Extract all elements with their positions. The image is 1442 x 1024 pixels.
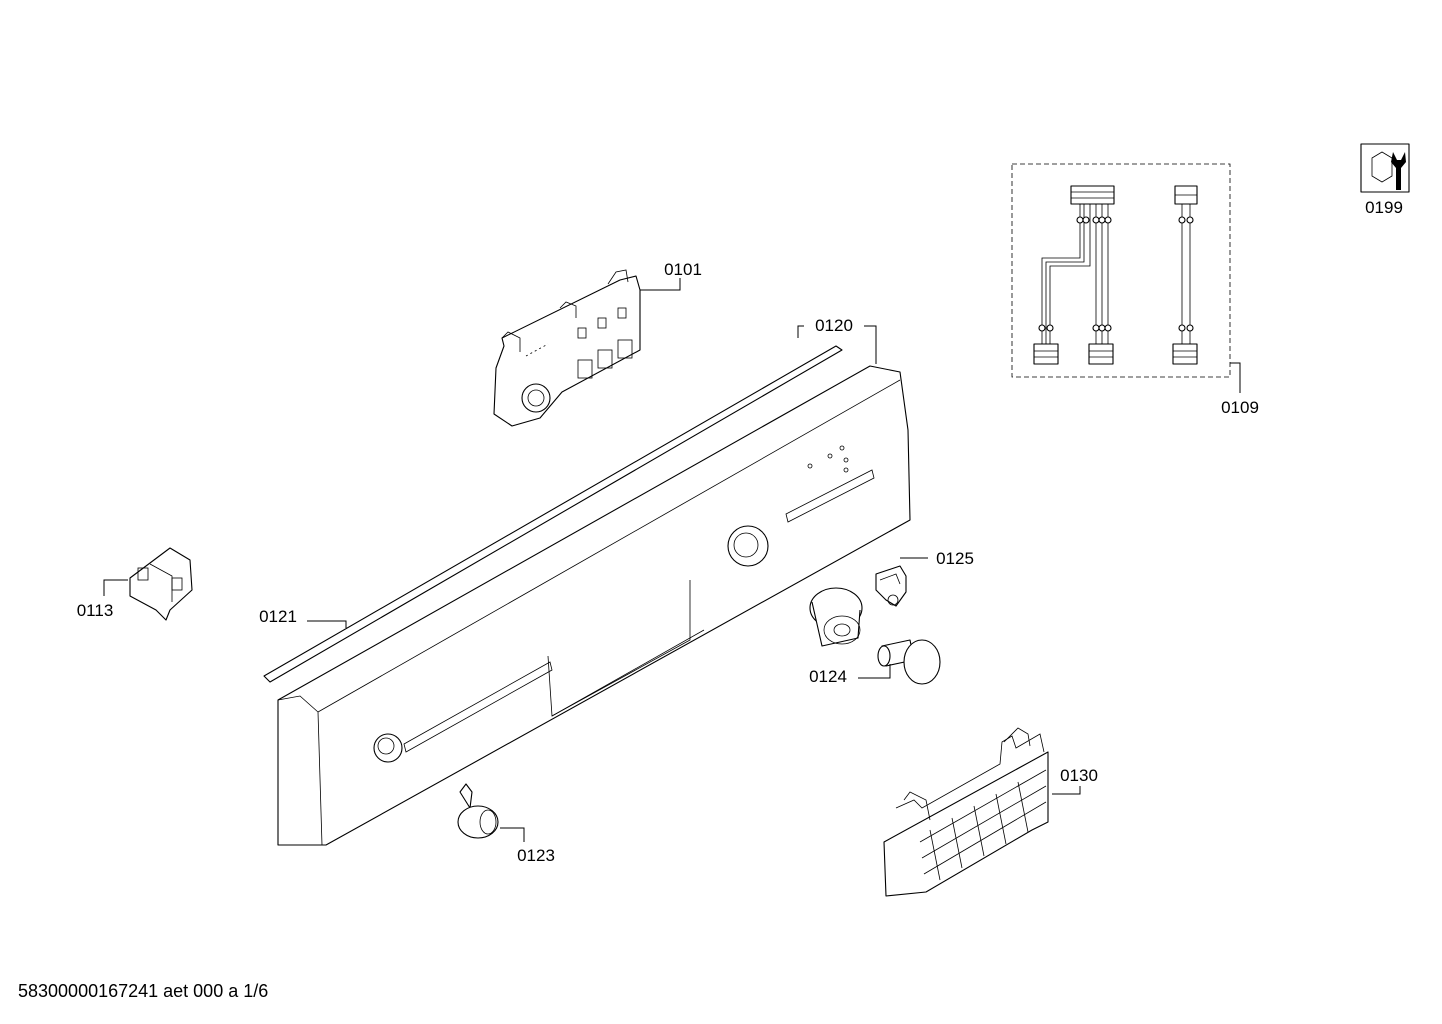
bracket xyxy=(129,547,193,621)
control-module xyxy=(493,269,641,427)
label-0199: 0199 xyxy=(1365,198,1403,217)
label-0124: 0124 xyxy=(809,667,847,686)
label-0123: 0123 xyxy=(517,846,555,865)
label-0120: 0120 xyxy=(815,316,853,335)
switch-clip xyxy=(875,565,907,607)
wrench-nut-icon xyxy=(1360,143,1410,193)
small-knob xyxy=(457,783,499,839)
label-0113: 0113 xyxy=(77,601,114,620)
control-panel-fascia xyxy=(277,365,911,846)
push-button xyxy=(877,639,941,685)
label-0125: 0125 xyxy=(936,549,974,568)
label-0101: 0101 xyxy=(664,260,702,279)
label-0121: 0121 xyxy=(259,607,297,626)
document-footer: 58300000167241 aet 000 a 1/6 xyxy=(18,981,268,1001)
cable-harness xyxy=(1011,163,1231,378)
label-0109: 0109 xyxy=(1221,398,1259,417)
rotary-knob xyxy=(809,587,863,647)
label-0130: 0130 xyxy=(1060,766,1098,785)
sealing-strip xyxy=(263,345,843,683)
cable-holder-tray xyxy=(883,727,1049,897)
